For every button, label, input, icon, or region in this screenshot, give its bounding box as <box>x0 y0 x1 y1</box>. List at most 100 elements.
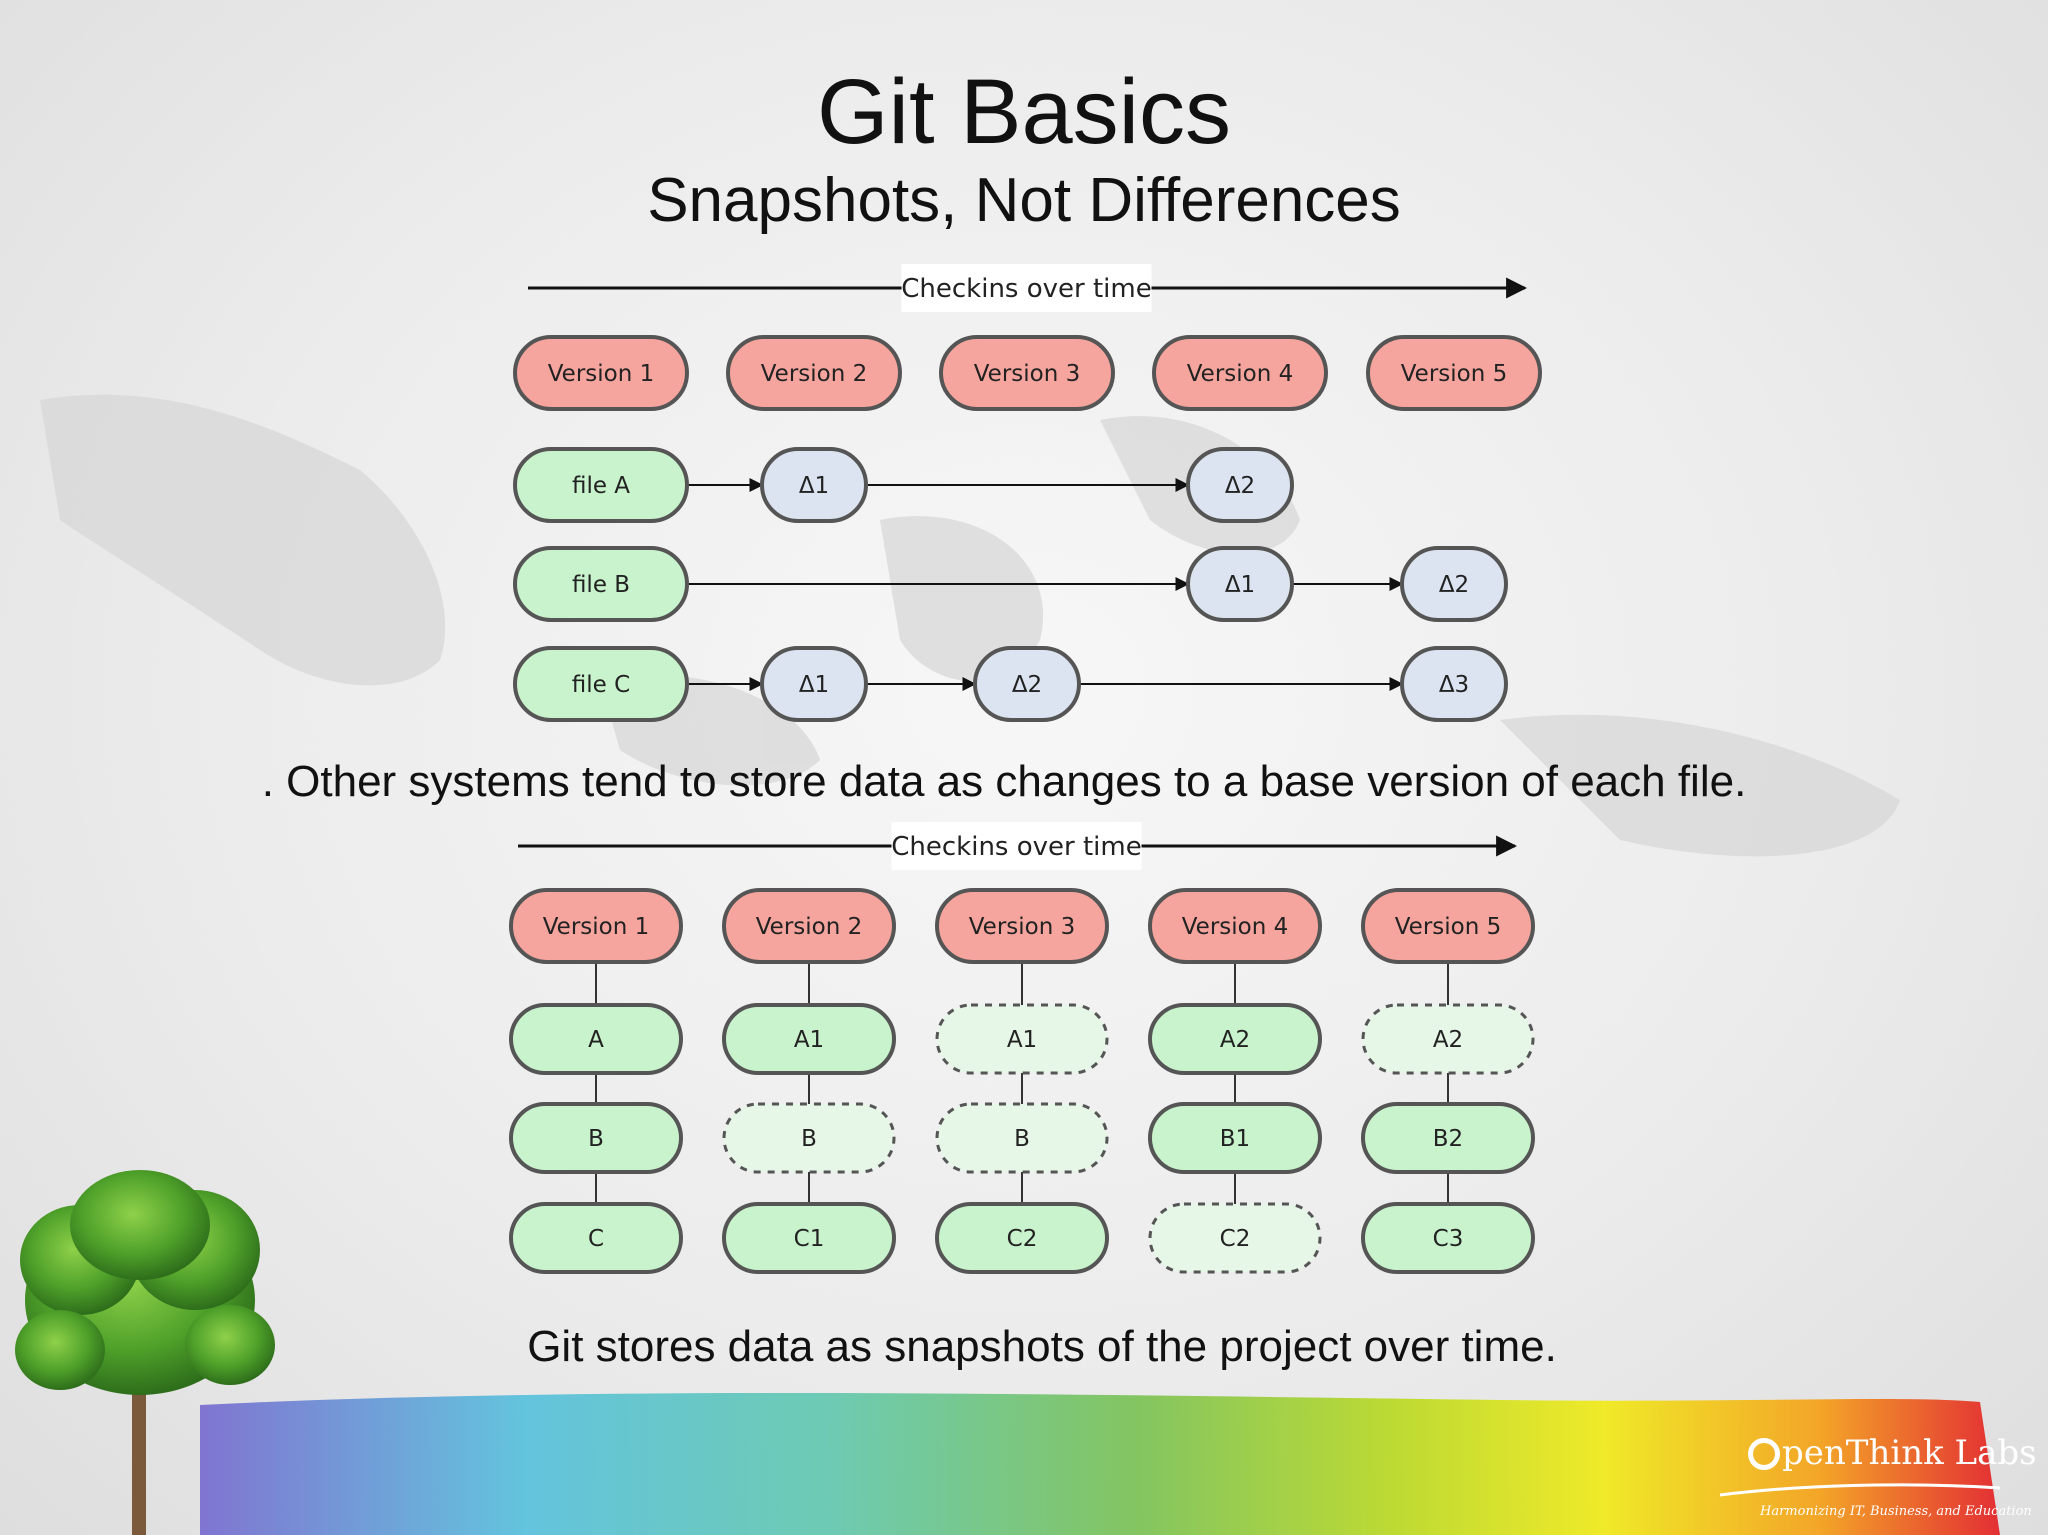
snapshot-v4-file-3-shape <box>1148 1202 1322 1274</box>
snapshot-timeline-label-bg <box>891 822 1142 870</box>
snapshot-v2-file-3-label: C1 <box>794 1226 825 1252</box>
snapshot-v2-file-3: C1 <box>722 1202 896 1274</box>
snapshot-v4-file-2-shape <box>1148 1102 1322 1174</box>
delta-row-2-delta-2-label: Δ2 <box>1439 572 1469 598</box>
snapshot-v5-file-2-shape <box>1361 1102 1535 1174</box>
snapshot-version-3-label: Version 3 <box>969 914 1076 940</box>
delta-row-3-delta-3-shape <box>1400 646 1508 722</box>
delta-version-3: Version 3 <box>939 335 1115 411</box>
logo-swoosh <box>1719 1483 2001 1497</box>
snapshot-version-2-label: Version 2 <box>756 914 863 940</box>
delta-version-5-shape <box>1366 335 1542 411</box>
snapshot-v4-file-1-label: A2 <box>1220 1027 1250 1053</box>
delta-file-3-shape <box>513 646 689 722</box>
snapshot-v5-file-1: A2 <box>1361 1003 1535 1075</box>
snapshot-v5-file-2-label: B2 <box>1433 1126 1463 1152</box>
snapshot-v1-file-3-shape <box>509 1202 683 1274</box>
delta-version-2: Version 2 <box>726 335 902 411</box>
snapshot-v4-file-1-shape <box>1148 1003 1322 1075</box>
snapshot-v1-file-2: B <box>509 1102 683 1174</box>
delta-row-3-delta-3-label: Δ3 <box>1439 672 1469 698</box>
delta-file-1-label: file A <box>572 473 630 499</box>
delta-row-2-delta-2: Δ2 <box>1400 546 1508 622</box>
slide-title: Git Basics <box>816 61 1232 163</box>
snapshot-v2-file-2: B <box>722 1102 896 1174</box>
snapshot-v5-file-1-label: A2 <box>1433 1027 1463 1053</box>
snapshot-version-3: Version 3 <box>935 888 1109 964</box>
delta-row-2-delta-1-label: Δ1 <box>1225 572 1255 598</box>
delta-version-4-label: Version 4 <box>1187 361 1294 387</box>
delta-file-2: file B <box>513 546 689 622</box>
delta-row-1-delta-1-shape <box>760 447 868 523</box>
snapshot-v3-file-1-label: A1 <box>1007 1027 1037 1053</box>
delta-row-1-delta-2-shape <box>1186 447 1294 523</box>
slide-subtitle: Snapshots, Not Differences <box>647 166 1401 235</box>
snapshot-version-4-label: Version 4 <box>1182 914 1289 940</box>
delta-file-1-shape <box>513 447 689 523</box>
delta-file-1: file A <box>513 447 689 523</box>
snapshot-v5-file-3-label: C3 <box>1433 1226 1464 1252</box>
delta-file-3-label: file C <box>572 672 630 698</box>
delta-row-3-delta-2: Δ2 <box>973 646 1081 722</box>
snapshot-v2-file-1-label: A1 <box>794 1027 824 1053</box>
snapshot-v3-file-2: B <box>935 1102 1109 1174</box>
delta-row-1-delta-2-label: Δ2 <box>1225 473 1255 499</box>
delta-file-2-label: file B <box>572 572 630 598</box>
delta-version-2-label: Version 2 <box>761 361 868 387</box>
delta-row-2-delta-2-shape <box>1400 546 1508 622</box>
delta-row-3-delta-3: Δ3 <box>1400 646 1508 722</box>
snapshot-version-1-label: Version 1 <box>543 914 650 940</box>
delta-version-3-shape <box>939 335 1115 411</box>
snapshot-version-2-shape <box>722 888 896 964</box>
snapshot-v3-file-3: C2 <box>935 1202 1109 1274</box>
snapshot-v1-file-3-label: C <box>588 1226 604 1252</box>
snapshot-version-5: Version 5 <box>1361 888 1535 964</box>
snapshot-v4-file-1: A2 <box>1148 1003 1322 1075</box>
delta-version-5-label: Version 5 <box>1401 361 1508 387</box>
snapshot-v2-file-3-shape <box>722 1202 896 1274</box>
snapshot-v5-file-1-shape <box>1361 1003 1535 1075</box>
delta-row-3-delta-1: Δ1 <box>760 646 868 722</box>
snapshot-v5-file-3-shape <box>1361 1202 1535 1274</box>
snapshot-v4-file-3: C2 <box>1148 1202 1322 1274</box>
delta-row-2-delta-1-shape <box>1186 546 1294 622</box>
snapshot-v4-file-2-label: B1 <box>1220 1126 1250 1152</box>
logo-tagline: Harmonizing IT, Business, and Education <box>1760 1504 2032 1519</box>
delta-row-1-delta-1-label: Δ1 <box>799 473 829 499</box>
snapshot-version-5-shape <box>1361 888 1535 964</box>
logo-o-mark <box>1748 1438 1780 1470</box>
rainbow-band <box>200 1393 2000 1535</box>
snapshot-version-1-shape <box>509 888 683 964</box>
snapshot-v5-file-3: C3 <box>1361 1202 1535 1274</box>
delta-version-1: Version 1 <box>513 335 689 411</box>
snapshot-v1-file-2-label: B <box>588 1126 604 1152</box>
snapshot-v1-file-1-label: A <box>588 1027 604 1053</box>
delta-row-3-delta-1-shape <box>760 646 868 722</box>
snapshot-v3-file-2-label: B <box>1014 1126 1030 1152</box>
delta-timeline-label: Checkins over time <box>901 274 1151 304</box>
delta-row-2-delta-1: Δ1 <box>1186 546 1294 622</box>
snapshot-v2-file-1: A1 <box>722 1003 896 1075</box>
snapshot-v2-file-2-label: B <box>801 1126 817 1152</box>
snapshot-timeline-label: Checkins over time <box>891 832 1141 862</box>
snapshot-version-5-label: Version 5 <box>1395 914 1502 940</box>
snapshot-v1-file-1: A <box>509 1003 683 1075</box>
snapshot-v4-file-3-label: C2 <box>1220 1226 1251 1252</box>
snapshot-version-1: Version 1 <box>509 888 683 964</box>
snapshot-v3-file-2-shape <box>935 1102 1109 1174</box>
tree-illustration <box>15 1170 275 1535</box>
delta-timeline-label-bg <box>901 264 1152 312</box>
delta-file-2-shape <box>513 546 689 622</box>
snapshot-v4-file-2: B1 <box>1148 1102 1322 1174</box>
snapshot-v3-file-3-shape <box>935 1202 1109 1274</box>
delta-row-3-delta-1-label: Δ1 <box>799 672 829 698</box>
delta-version-1-label: Version 1 <box>548 361 655 387</box>
delta-row-1-delta-1: Δ1 <box>760 447 868 523</box>
snapshot-v3-file-3-label: C2 <box>1007 1226 1038 1252</box>
openthink-logo: penThink Labs <box>1748 1436 2037 1470</box>
